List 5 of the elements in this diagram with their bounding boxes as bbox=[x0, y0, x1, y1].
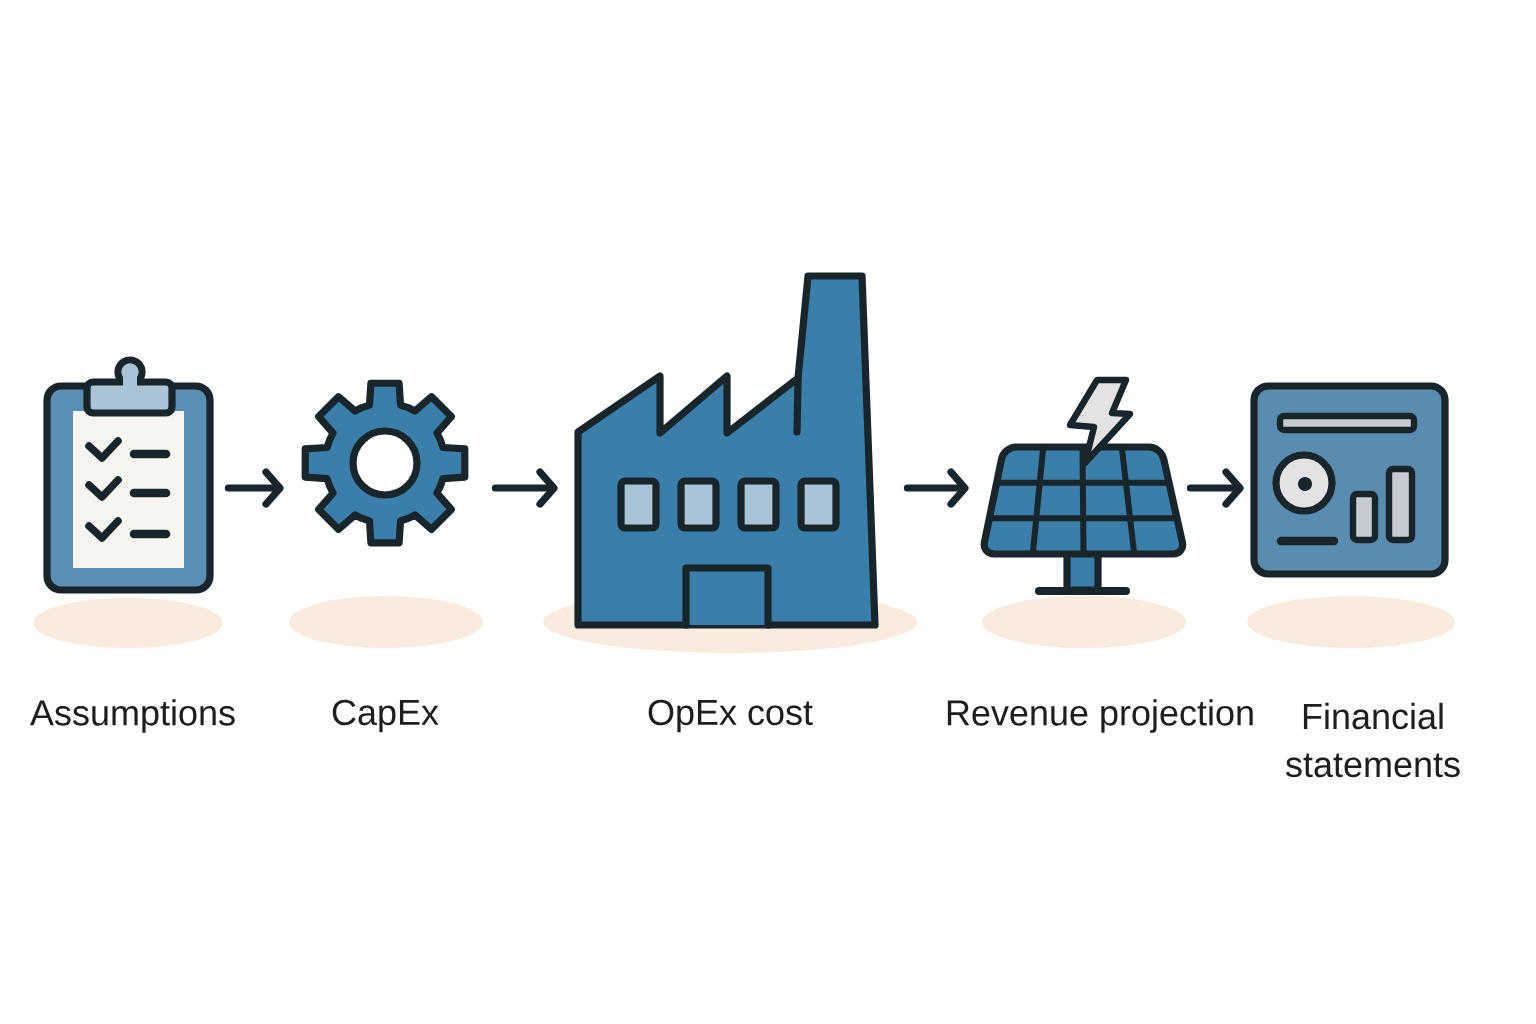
step-label: OpEx cost bbox=[648, 699, 813, 733]
step-label: CapEx bbox=[332, 699, 439, 733]
step-label: Assumptions bbox=[30, 699, 235, 733]
step-label: Financial statements bbox=[1286, 702, 1460, 778]
step-label: Revenue projection bbox=[947, 699, 1253, 733]
